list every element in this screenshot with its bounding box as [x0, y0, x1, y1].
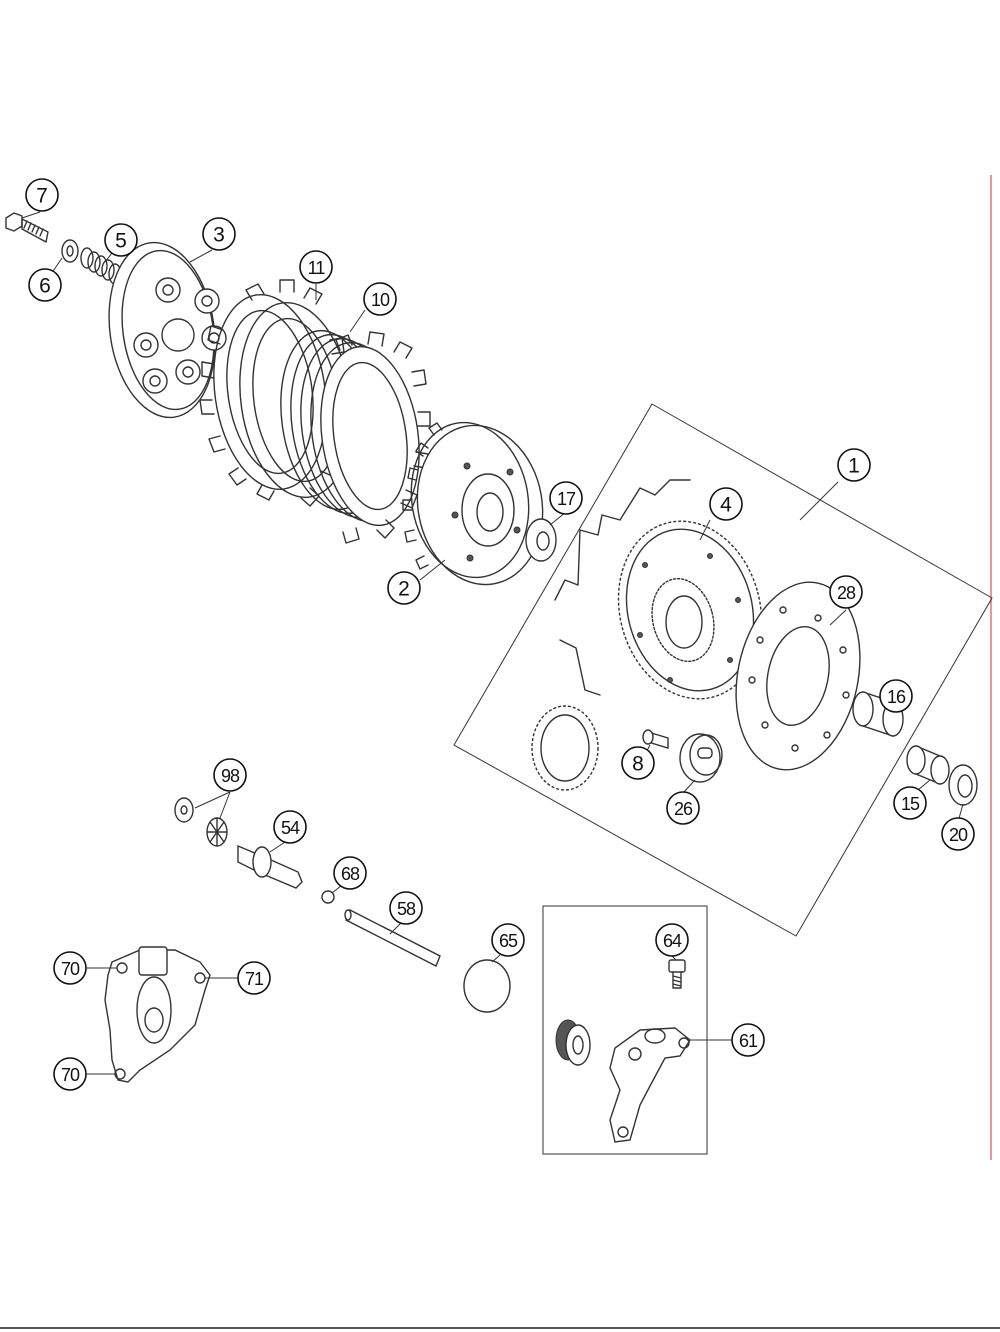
callout-64: 64 [655, 923, 689, 957]
svg-text:10: 10 [371, 290, 390, 310]
svg-text:54: 54 [281, 818, 300, 838]
svg-text:64: 64 [663, 931, 682, 951]
shim-washers-part [174, 797, 228, 847]
bushing-part [679, 733, 723, 783]
svg-text:28: 28 [837, 583, 856, 603]
callout-4: 4 [709, 487, 743, 521]
callout-61: 61 [731, 1023, 765, 1057]
svg-text:71: 71 [245, 969, 264, 989]
svg-text:65: 65 [499, 931, 518, 951]
svg-text:58: 58 [397, 899, 416, 919]
pin-part [642, 729, 669, 749]
callout-8: 8 [621, 746, 655, 780]
svg-text:15: 15 [901, 794, 920, 814]
callout-70-upper: 70 [53, 951, 87, 985]
pressure-piece-part [237, 844, 303, 889]
callout-15: 15 [893, 786, 927, 820]
clutch-steel-plates-part [280, 329, 431, 544]
svg-text:2: 2 [398, 578, 410, 601]
callout-58: 58 [389, 891, 423, 925]
callout-11: 11 [299, 250, 333, 284]
spacer-bushing-part [906, 744, 950, 786]
svg-text:17: 17 [557, 489, 576, 509]
inner-clutch-hub-part [402, 421, 544, 586]
ball-part [321, 890, 335, 904]
callout-10: 10 [363, 282, 397, 316]
clutch-cover-housing-part [104, 946, 211, 1083]
release-lever-part [555, 1019, 691, 1143]
callout-65: 65 [491, 923, 525, 957]
svg-text:70: 70 [61, 1065, 80, 1085]
callout-1: 1 [837, 448, 871, 482]
callout-70-lower: 70 [53, 1057, 87, 1091]
callout-71: 71 [237, 961, 271, 995]
svg-text:16: 16 [887, 687, 906, 707]
svg-text:68: 68 [341, 864, 360, 884]
callout-28: 28 [829, 575, 863, 609]
o-ring-part [463, 959, 511, 1013]
callout-26: 26 [666, 791, 700, 825]
svg-text:4: 4 [720, 494, 732, 517]
callout-2: 2 [387, 571, 421, 605]
svg-text:98: 98 [221, 766, 240, 786]
svg-text:61: 61 [739, 1031, 758, 1051]
callout-6: 6 [28, 268, 62, 302]
svg-text:6: 6 [39, 275, 51, 298]
callout-7: 7 [25, 178, 59, 212]
clutch-basket-assembly-frame [453, 403, 993, 937]
callout-20: 20 [941, 817, 975, 851]
callout-16: 16 [879, 679, 913, 713]
gasket-disc-part [735, 581, 861, 771]
callout-17: 17 [549, 481, 583, 515]
svg-text:7: 7 [36, 185, 48, 208]
callout-68: 68 [333, 856, 367, 890]
end-washer-part [948, 764, 978, 806]
bolt-part [5, 212, 49, 243]
svg-text:8: 8 [632, 753, 644, 776]
clutch-basket-gear-part [554, 479, 763, 700]
callout-5: 5 [104, 223, 138, 257]
svg-text:3: 3 [213, 224, 225, 247]
svg-text:26: 26 [674, 799, 693, 819]
primary-gear-part [531, 705, 599, 791]
svg-text:70: 70 [61, 959, 80, 979]
thrust-washer-part [525, 518, 557, 562]
svg-text:1: 1 [848, 455, 860, 478]
push-rod-part [344, 909, 441, 967]
pressure-plate-part [108, 241, 227, 419]
release-lever-assembly-frame [542, 905, 708, 1155]
leader-lines [21, 211, 964, 1075]
svg-text:20: 20 [949, 825, 968, 845]
washer-part [61, 239, 79, 263]
svg-text:11: 11 [308, 258, 326, 278]
screw-part [668, 959, 686, 989]
callout-98: 98 [213, 758, 247, 792]
callout-3: 3 [202, 217, 236, 251]
callout-54: 54 [273, 810, 307, 844]
svg-text:5: 5 [115, 230, 127, 253]
